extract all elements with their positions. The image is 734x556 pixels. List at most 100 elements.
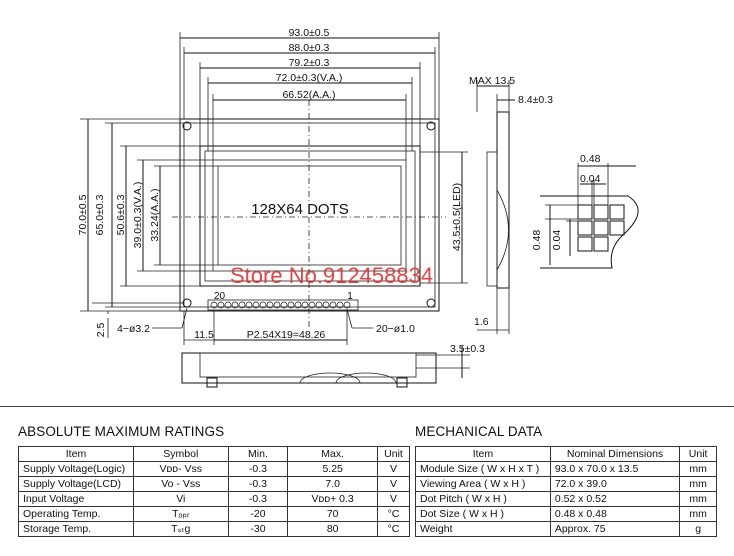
table-cell: Dot Pitch ( W x H ) xyxy=(415,491,551,507)
table-cell: Supply Voltage(Logic) xyxy=(18,461,134,477)
table-row: Viewing Area ( W x H ) 72.0 x 39.0 mm xyxy=(415,476,717,492)
col-header: Unit xyxy=(679,446,717,462)
col-header: Nominal Dimensions xyxy=(549,446,681,462)
table-cell: 72.0 x 39.0 xyxy=(549,476,681,492)
table-cell: mm xyxy=(679,461,717,477)
table-cell: -20 xyxy=(227,506,289,522)
table-cell: Supply Voltage(LCD) xyxy=(18,476,134,492)
drawing-edges xyxy=(80,32,639,388)
table-row: Module Size ( W x H x T ) 93.0 x 70.0 x … xyxy=(415,461,717,477)
table-cell: -30 xyxy=(227,521,289,537)
active-area xyxy=(217,165,402,266)
connector-pins xyxy=(210,301,351,309)
table-cell: V xyxy=(377,491,410,507)
col-header: Min. xyxy=(227,446,289,462)
table-cell: Storage Temp. xyxy=(18,521,134,537)
table-cell: V xyxy=(377,476,410,492)
table-cell: Tₒₚᵣ xyxy=(132,506,229,522)
col-header: Item xyxy=(415,446,551,462)
table-cell: -0.3 xyxy=(227,491,289,507)
mechanical-drawing: 93.0±0.5 88.0±0.3 79.2±0.3 72.0±0.3(V.A.… xyxy=(77,27,639,388)
side-profile xyxy=(496,111,510,289)
viewing-area xyxy=(212,159,407,272)
side-max-label: MAX 13.5 xyxy=(469,75,515,87)
dot-detail-grid xyxy=(540,195,639,269)
table-row: Weight Approx. 75 g xyxy=(415,521,717,537)
table-cell: Input Voltage xyxy=(18,491,134,507)
table-cell: g xyxy=(679,521,717,537)
table-cell: 0.52 x 0.52 xyxy=(549,491,681,507)
table-cell: Viewing Area ( W x H ) xyxy=(415,476,551,492)
col-header: Symbol xyxy=(132,446,229,462)
dim-left-3: 50.6±0.3 xyxy=(115,194,127,235)
pitch-label: P2.54X19=48.26 xyxy=(247,329,326,341)
table-cell: °C xyxy=(377,521,410,537)
offset-11-5: 11.5 xyxy=(194,329,214,341)
col-header: Unit xyxy=(377,446,410,462)
dot-gap-label: 0.04 xyxy=(580,173,601,185)
table-cell: Vᴅᴅ+ 0.3 xyxy=(287,491,378,507)
table-cell: Approx. 75 xyxy=(549,521,681,537)
offset-2-5: 2.5 xyxy=(95,323,107,338)
table-row: Input Voltage Vi -0.3 Vᴅᴅ+ 0.3 V xyxy=(18,491,410,507)
dot-width-label: 0.48 xyxy=(580,153,601,165)
table-cell: -0.3 xyxy=(227,461,289,477)
col-header: Max. xyxy=(287,446,378,462)
lcd-bezel xyxy=(199,145,421,287)
table-cell: mm xyxy=(679,506,717,522)
table-row: Dot Size ( W x H ) 0.48 x 0.48 mm xyxy=(415,506,717,522)
dim-top-4: 72.0±0.3(V.A.) xyxy=(276,72,343,84)
mechanical-data-title: MECHANICAL DATA xyxy=(415,424,543,439)
table-cell: Tₛₜg xyxy=(132,521,229,537)
table-cell: Module Size ( W x H x T ) xyxy=(415,461,551,477)
table-cell: 80 xyxy=(287,521,378,537)
table-row: Operating Temp. Tₒₚᵣ -20 70 °C xyxy=(18,506,410,522)
table-cell: Operating Temp. xyxy=(18,506,134,522)
dot-vgap-label: 0.04 xyxy=(551,230,563,251)
dim-top-5: 66.52(A.A.) xyxy=(282,89,335,101)
mechanical-data-table: Item Nominal Dimensions Unit Module Size… xyxy=(415,446,717,537)
bottom-3-5-label: 3.5±0.3 xyxy=(450,343,485,355)
led-dim: 43.5±0.5(LED) xyxy=(451,183,463,251)
mounting-hole xyxy=(426,121,436,131)
table-cell: -0.3 xyxy=(227,476,289,492)
table-cell: Dot Size ( W x H ) xyxy=(415,506,551,522)
dots-label: 128X64 DOTS xyxy=(251,201,349,218)
pin-hole-label: 20−ø1.0 xyxy=(376,323,415,335)
dim-left-1: 70.0±0.5 xyxy=(77,194,89,235)
pcb-outline xyxy=(179,118,440,312)
table-cell: 93.0 x 70.0 x 13.5 xyxy=(549,461,681,477)
col-header: Item xyxy=(18,446,134,462)
table-header-row: Item Nominal Dimensions Unit xyxy=(415,446,717,462)
table-cell: V xyxy=(377,461,410,477)
table-header-row: Item Symbol Min. Max. Unit xyxy=(18,446,410,462)
table-cell: Vo - Vss xyxy=(132,476,229,492)
abs-ratings-table: Item Symbol Min. Max. Unit Supply Voltag… xyxy=(18,446,410,537)
dim-left-2: 65.0±0.3 xyxy=(94,194,106,235)
table-cell: mm xyxy=(679,491,717,507)
table-cell: Vᴅᴅ- Vss xyxy=(132,461,229,477)
dim-left-5: 33.24(A.A.) xyxy=(149,188,161,241)
side-1-6-label: 1.6 xyxy=(474,316,489,328)
dim-top-1: 93.0±0.5 xyxy=(289,27,330,39)
store-watermark: Store No.912458834 xyxy=(230,263,433,288)
table-cell: 5.25 xyxy=(287,461,378,477)
mounting-hole xyxy=(182,121,192,131)
table-cell: 0.48 x 0.48 xyxy=(549,506,681,522)
table-cell: 7.0 xyxy=(287,476,378,492)
mounting-hole xyxy=(426,298,436,308)
pin-1-label: 1 xyxy=(347,291,353,302)
table-row: Dot Pitch ( W x H ) 0.52 x 0.52 mm xyxy=(415,491,717,507)
section-divider xyxy=(0,406,734,407)
dim-top-2: 88.0±0.3 xyxy=(289,42,330,54)
dot-height-label: 0.48 xyxy=(531,230,543,251)
table-cell: Vi xyxy=(132,491,229,507)
table-cell: Weight xyxy=(415,521,551,537)
table-cell: °C xyxy=(377,506,410,522)
table-row: Supply Voltage(LCD) Vo - Vss -0.3 7.0 V xyxy=(18,476,410,492)
hole-label: 4−ø3.2 xyxy=(117,323,150,335)
table-row: Supply Voltage(Logic) Vᴅᴅ- Vss -0.3 5.25… xyxy=(18,461,410,477)
table-cell: 70 xyxy=(287,506,378,522)
side-8-4-label: 8.4±0.3 xyxy=(518,94,553,106)
pin-20-label: 20 xyxy=(214,291,226,302)
